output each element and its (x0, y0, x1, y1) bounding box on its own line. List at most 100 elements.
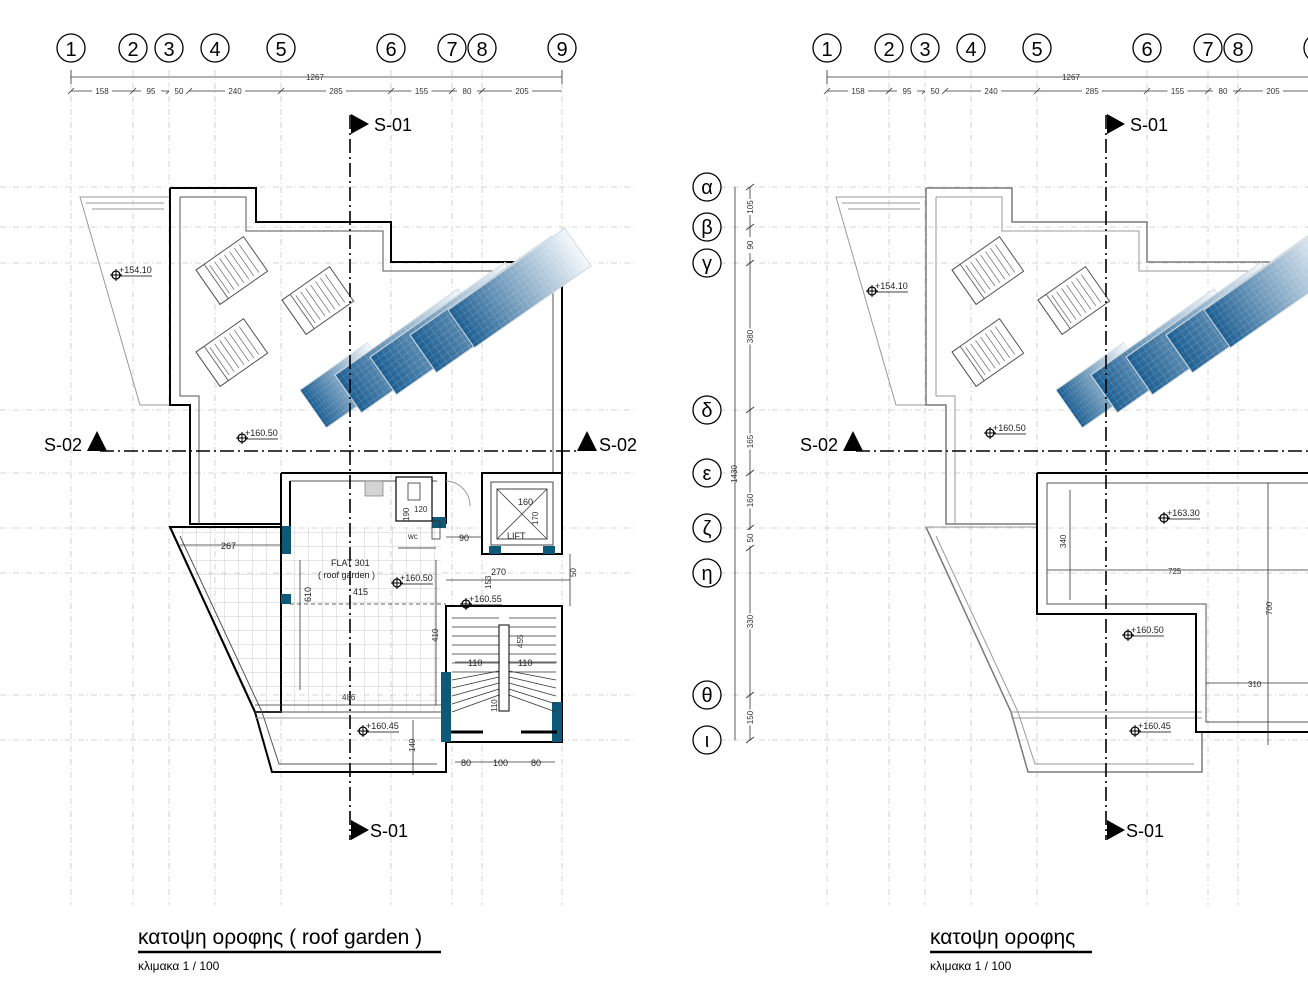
left-plan-labels: FLAT 301 ( roof garden ) wc LIFT 267 610… (221, 497, 578, 768)
grid-letter-bubble (692, 680, 722, 710)
grid-bubble (812, 33, 842, 63)
dim-153: 153 (484, 575, 493, 589)
grid-letter-label: θ (701, 685, 712, 707)
grid-bubble-label: 3 (163, 39, 174, 61)
level-label: +160.50 (1131, 625, 1164, 635)
grid-bubble-label: 2 (127, 39, 138, 61)
column-3 (432, 517, 446, 528)
section-label-s02-right: S-02 (800, 435, 838, 455)
r-parapet-inner (935, 535, 1194, 765)
level-marks-right: +154.10 +160.50 +163.30 +160.50 +160.45 (865, 281, 1200, 738)
dim-100: 100 (493, 758, 508, 768)
vdim-segment: 380 (746, 329, 755, 343)
section-label-s02-left-a: S-02 (44, 435, 82, 455)
garden-tiles-main (281, 527, 441, 712)
column-1 (282, 526, 291, 554)
r-dim-310: 310 (1248, 680, 1262, 689)
vdim-label-bg (745, 530, 755, 546)
top-dim-segment: 240 (228, 87, 242, 96)
stair-winder (451, 688, 500, 705)
lift-shaft-inner (490, 481, 554, 546)
level-label: +160.45 (366, 721, 399, 731)
grid-bubble (118, 33, 148, 63)
drawing-scale-left: κλιμακα 1 / 100 (138, 959, 220, 973)
drawing-title-left: κατοψη οροφης ( roof garden ) (138, 926, 422, 949)
vdim-label-bg (745, 709, 755, 726)
grid-bubble (266, 33, 296, 63)
top-dim-label-bg (1167, 86, 1188, 95)
level-label: +160.55 (469, 594, 502, 604)
grid-letter-bubble (692, 212, 722, 242)
top-dim-segment: 155 (1171, 87, 1185, 96)
section-label-bottom-left: S-01 (370, 821, 408, 841)
level-label: +154.10 (119, 265, 152, 275)
top-dim-label-bg (92, 86, 112, 95)
vdim-tick (745, 223, 755, 231)
vdim-segment: 50 (746, 533, 755, 542)
r-lower-level-outline (835, 196, 927, 406)
r-terrace-west-inner (935, 197, 956, 524)
grid-lines-right (720, 70, 1308, 905)
left-plan (79, 187, 592, 775)
wc-label: wc (407, 532, 418, 541)
r-dim-700: 700 (1265, 601, 1274, 615)
lift-column-left (489, 546, 501, 554)
section-arrow-s02-left-b (577, 431, 597, 451)
level-label: +160.45 (1138, 721, 1171, 731)
top-dim-chain-tick (1143, 87, 1151, 95)
section-label-s02-left-b: S-02 (599, 435, 637, 455)
grid-bubble (1223, 33, 1253, 63)
top-dim-label-bg (169, 86, 189, 95)
sink-icon (431, 520, 441, 540)
r-roof-slab-inner (1046, 483, 1308, 723)
top-dim-chain-tick (67, 87, 75, 95)
top-dim-segment: 285 (329, 87, 343, 96)
section-arrow-s02-left-a (87, 431, 107, 451)
grid-letter-label: η (701, 563, 712, 585)
lift-cross (496, 488, 548, 540)
stair-winder (508, 670, 557, 681)
dim-267: 267 (221, 541, 236, 551)
drawing-scale-right: κλιμακα 1 / 100 (930, 959, 1012, 973)
dim-50: 50 (569, 568, 578, 577)
vdim-tick (745, 544, 755, 552)
dim-120: 120 (414, 505, 428, 514)
right-plan (835, 187, 1308, 773)
top-dim-chain-tick (448, 87, 456, 95)
title-block-left: κατοψη οροφης ( roof garden ) κλιμακα 1 … (138, 926, 441, 973)
lift-label: LIFT (507, 531, 526, 541)
top-dim-chain-tick (1204, 87, 1212, 95)
top-dim-label-bg (1263, 86, 1283, 95)
stair-winder (451, 682, 500, 697)
grid-letter-label: γ (702, 253, 712, 275)
vdim-tick (745, 259, 755, 267)
r-roof-slab-outline (1036, 473, 1308, 733)
dim-149: 149 (408, 738, 417, 752)
top-dim-label-bg (981, 86, 1001, 95)
top-dim-segment: 285 (1085, 87, 1099, 96)
top-dim-segment: 95 (147, 87, 156, 96)
wc-room (395, 476, 433, 522)
r-terrace-west-wall (925, 188, 1037, 525)
r-dim-340: 340 (1059, 534, 1068, 548)
r-lower-level-railing (842, 202, 920, 210)
top-dim-label-bg (225, 86, 245, 95)
vdim-tick (745, 469, 755, 477)
grid-bubble (467, 33, 497, 63)
top-dim-chain-tick (1234, 87, 1242, 95)
top-dim-label-bg (1082, 86, 1102, 95)
grid-bubble-label: 1 (65, 39, 76, 61)
lower-level-railing (86, 202, 164, 210)
top-dim-label-bg (1213, 86, 1233, 95)
vdim-label-bg (745, 328, 755, 345)
dim-610: 610 (303, 587, 313, 602)
stair-winder (508, 676, 557, 689)
grid-bubble (1022, 33, 1052, 63)
grid-bubble-label: 4 (965, 39, 976, 61)
counter-icon (364, 480, 384, 497)
drawing-title-right: κατοψη οροφης (930, 926, 1075, 949)
